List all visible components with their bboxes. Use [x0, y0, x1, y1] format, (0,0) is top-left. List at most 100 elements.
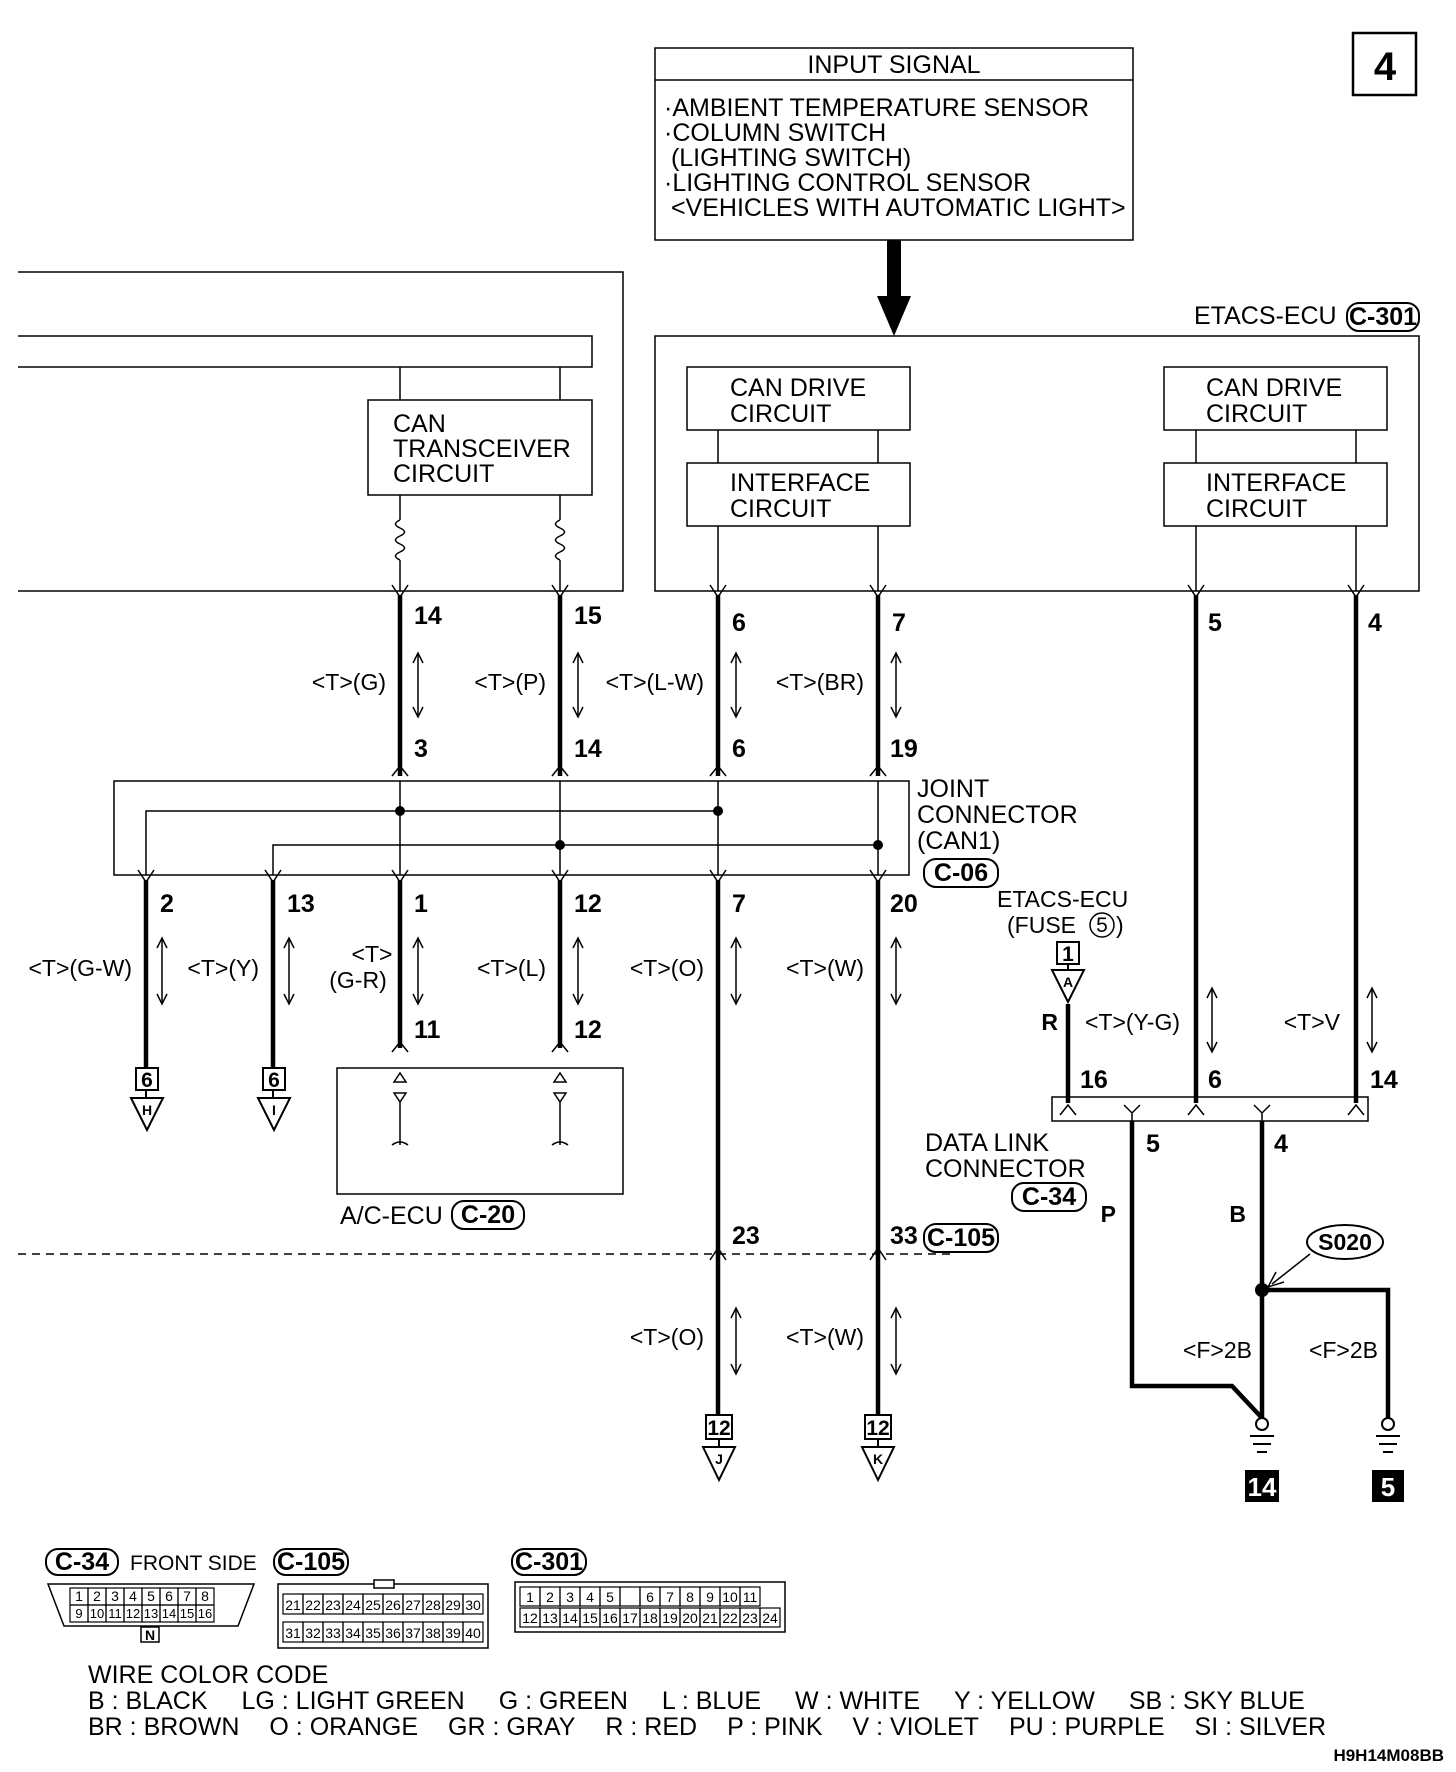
signal-arrows — [1206, 986, 1378, 1054]
svg-text:C-105: C-105 — [927, 1224, 995, 1252]
ground-label: <F>2B — [1183, 1337, 1252, 1363]
connector-pin-number: 31 — [285, 1625, 301, 1641]
interface-label: INTERFACE — [730, 469, 870, 497]
connector-pin-number: 13 — [144, 1606, 158, 1621]
can-drive-label: CAN DRIVE — [1206, 374, 1342, 402]
connector-pin-number: 11 — [108, 1606, 122, 1621]
coil-icon — [394, 519, 406, 561]
wire-label: <T>(W) — [786, 1324, 864, 1350]
connector-pin-number: 29 — [445, 1597, 461, 1613]
pin-number: 5 — [1208, 609, 1222, 637]
connector-pin-cell — [739, 1586, 761, 1607]
input-signal-line: <VEHICLES WITH AUTOMATIC LIGHT> — [664, 194, 1126, 222]
splice-dot — [1255, 1283, 1269, 1297]
connector-pin-number: 23 — [742, 1610, 758, 1626]
connector-pin-number: 1 — [526, 1589, 534, 1605]
connector-pin-number: 27 — [405, 1597, 421, 1613]
pin-number: 6 — [732, 609, 746, 637]
wire-label: <T>(P) — [474, 669, 546, 695]
connector-pin-number: 7 — [666, 1589, 674, 1605]
fuse-connector-a: 1 A — [1050, 941, 1086, 1005]
page-number: 4 — [1374, 45, 1397, 89]
pin-number: 14 — [574, 735, 602, 763]
legend-entry: PU : PURPLE — [1008, 1713, 1165, 1741]
interface-circuit-left — [686, 462, 911, 527]
joint-connector — [113, 780, 910, 876]
legend-entry: R : RED — [605, 1713, 698, 1741]
wire-label: <T>(O) — [630, 1324, 704, 1350]
connector-pin-number: 24 — [762, 1610, 778, 1626]
can-drive-circuit-left — [686, 366, 911, 431]
ac-ecu-label: A/C-ECU — [340, 1202, 443, 1230]
svg-text:C-06: C-06 — [934, 859, 988, 887]
interface-label: CIRCUIT — [730, 495, 831, 523]
coil-icon — [554, 519, 566, 561]
pin-number: 11 — [414, 1016, 441, 1044]
left-ecu-box: CAN TRANSCEIVER CIRCUIT — [18, 271, 624, 592]
joint-connector-label: JOINT — [917, 775, 989, 803]
connector-pin-number: 12 — [126, 1606, 140, 1621]
joint-connector-label: (CAN1) — [917, 827, 1000, 855]
pin-number: 5 — [1146, 1130, 1160, 1158]
pin-number: 12 — [574, 890, 602, 918]
connector-pin-number: 26 — [385, 1597, 401, 1613]
wire-label: <T>(Y-G) — [1085, 1009, 1180, 1035]
connector-pin-number: 28 — [425, 1597, 441, 1613]
connector-pin-number: 4 — [129, 1588, 137, 1604]
connector-pin-number: 21 — [285, 1597, 301, 1613]
connector-pin-number: 6 — [165, 1588, 173, 1604]
connector-pin-number: 40 — [465, 1625, 481, 1641]
connector-pin-cell — [619, 1586, 641, 1607]
can-drive-label: CIRCUIT — [730, 400, 831, 428]
connector-pin-number: 36 — [385, 1625, 401, 1641]
wire-label: <T>(L) — [477, 955, 546, 981]
legend-entry: P : PINK — [727, 1713, 823, 1741]
signal-arrows — [412, 651, 902, 719]
connector-pin-number: 2 — [93, 1588, 101, 1604]
connector-pin-cell — [462, 1621, 484, 1643]
connector-pin-number: 33 — [325, 1625, 341, 1641]
ac-ecu-badge: C-20 — [451, 1200, 525, 1230]
pin-number: 14 — [1370, 1066, 1398, 1094]
legend-title: WIRE COLOR CODE — [88, 1661, 329, 1689]
fuse-number: 5 — [1096, 914, 1108, 937]
dlc-label: CONNECTOR — [925, 1155, 1086, 1183]
pin-number: 12 — [574, 1016, 602, 1044]
c105-badge: C-105 — [923, 1223, 999, 1253]
can-drive-circuit-right — [1163, 366, 1388, 431]
pin-number: 4 — [1274, 1130, 1288, 1158]
interface-label: CIRCUIT — [1206, 495, 1307, 523]
interface-circuit-right — [1163, 462, 1388, 527]
wire-label: (G-R) — [329, 967, 386, 993]
input-arrow — [877, 240, 911, 336]
offpage-connector-h: 6 H — [129, 1067, 165, 1133]
svg-text:C-105: C-105 — [277, 1548, 345, 1576]
offpage-connector-j: 12 J — [701, 1414, 737, 1483]
legend-entry: SI : SILVER — [1194, 1713, 1327, 1741]
etacs-connector-badge: C-301 — [1346, 302, 1420, 332]
legend-entry: BR : BROWN — [88, 1713, 240, 1741]
svg-text:C-34: C-34 — [1022, 1183, 1076, 1211]
ground-label: <F>2B — [1309, 1337, 1378, 1363]
data-link-connector — [1051, 1096, 1369, 1122]
pin-number: 23 — [732, 1222, 760, 1250]
legend-entry: V : VIOLET — [852, 1713, 979, 1741]
connector-pin-number: 37 — [405, 1625, 421, 1641]
fuse-label: ETACS-ECU — [997, 886, 1128, 912]
ground-icon — [1376, 1417, 1400, 1453]
input-signal-box: INPUT SIGNAL ·AMBIENT TEMPERATURE SENSOR… — [654, 47, 1134, 241]
connector-pin-number: 23 — [325, 1597, 341, 1613]
svg-text:12: 12 — [707, 1417, 730, 1440]
svg-text:C-20: C-20 — [461, 1201, 515, 1229]
connector-pin-number: 13 — [542, 1610, 558, 1626]
input-signal-line: ·LIGHTING CONTROL SENSOR — [664, 169, 1031, 197]
joint-connector-badge: C-06 — [923, 858, 999, 888]
pin-chevrons — [709, 1246, 887, 1261]
wire-label: <T>(BR) — [776, 669, 864, 695]
svg-text:14: 14 — [1248, 1472, 1277, 1502]
offpage-connector-k: 12 K — [860, 1414, 896, 1483]
connector-pin-number: 20 — [682, 1610, 698, 1626]
fuse-label: ) — [1116, 912, 1124, 938]
signal-arrows — [156, 936, 902, 1006]
